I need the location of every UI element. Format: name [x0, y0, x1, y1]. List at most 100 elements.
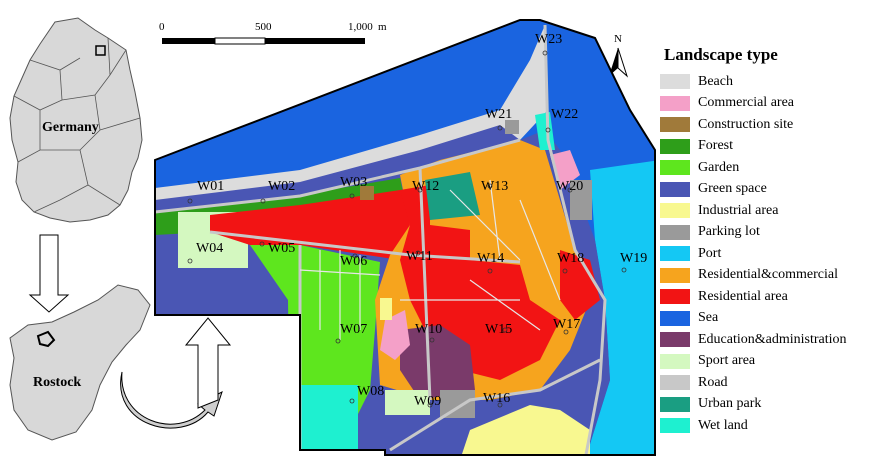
site-label-w05: W05 — [268, 241, 295, 256]
legend-swatch — [660, 117, 690, 133]
legend-label: Road — [698, 374, 728, 390]
scale-unit: m — [378, 21, 387, 33]
up-arrow — [184, 317, 232, 409]
education-admin-area — [400, 325, 475, 400]
study-area-border — [154, 19, 656, 456]
site-marker-w14 — [487, 268, 493, 274]
site-label-w09: W09 — [414, 394, 441, 409]
legend-item: Port — [660, 243, 865, 265]
parking-lot-w21 — [505, 120, 519, 134]
rostock-outline — [9, 284, 151, 441]
site-marker-w16 — [497, 402, 503, 408]
warnemuende-marker — [36, 330, 56, 348]
legend-item: Industrial area — [660, 200, 865, 222]
legend-label: Residential area — [698, 288, 788, 304]
germany-outline — [9, 17, 143, 223]
legend-label: Green space — [698, 181, 767, 197]
legend-swatch — [660, 203, 690, 219]
site-marker-w20 — [567, 187, 573, 193]
legend-label: Port — [698, 245, 722, 261]
minor-streets — [299, 179, 561, 340]
legend-swatch — [660, 160, 690, 176]
legend-label: Residential&commercial — [698, 267, 838, 283]
down-arrow — [28, 234, 70, 313]
scale-tick-0: 0 — [159, 21, 165, 33]
legend-item: Education&administration — [660, 329, 865, 351]
site-marker-w13 — [487, 183, 493, 189]
legend-label: Sport area — [698, 353, 756, 369]
legend-item: Wet land — [660, 415, 865, 437]
site-label-w07: W07 — [340, 322, 367, 337]
germany-inset-map: Germany — [9, 17, 143, 223]
legend-item: Sport area — [660, 351, 865, 373]
wetland-area — [298, 385, 358, 455]
residential-band-west — [210, 190, 420, 260]
legend-item: Construction site — [660, 114, 865, 136]
road-network — [155, 24, 607, 455]
parking-lot-w09 — [440, 390, 475, 418]
legend-item: Sea — [660, 308, 865, 330]
legend-label: Education&administration — [698, 331, 847, 347]
legend-item: Residential&commercial — [660, 265, 865, 287]
site-label-w06: W06 — [340, 254, 367, 269]
site-marker-w01 — [187, 198, 193, 204]
parking-lot-w20 — [570, 180, 592, 220]
site-label-w04: W04 — [196, 241, 223, 256]
site-marker-w08 — [349, 398, 355, 404]
legend-label: Sea — [698, 310, 719, 326]
urban-park-w12 — [425, 172, 480, 220]
scale-bar: 0 500 1,000 m — [159, 21, 387, 45]
north-label: N — [614, 33, 622, 45]
legend-swatch — [660, 95, 690, 111]
construction-site — [360, 186, 374, 200]
site-marker-w02 — [260, 198, 266, 204]
legend-swatch — [660, 418, 690, 434]
site-marker-w15 — [502, 327, 508, 333]
legend-item: Road — [660, 372, 865, 394]
port-area — [585, 160, 655, 455]
legend-item: Beach — [660, 71, 865, 93]
legend-item: Commercial area — [660, 93, 865, 115]
scale-tick-500: 500 — [255, 21, 272, 33]
legend-item: Green space — [660, 179, 865, 201]
site-marker-w05 — [259, 241, 265, 247]
legend-label: Parking lot — [698, 224, 760, 240]
site-marker-w17 — [563, 329, 569, 335]
site-label-w03: W03 — [340, 175, 367, 190]
legend-label: Commercial area — [698, 95, 795, 111]
site-label-w23: W23 — [535, 32, 562, 47]
legend-label: Construction site — [698, 116, 794, 132]
legend-label: Beach — [698, 73, 733, 89]
site-label-w01: W01 — [197, 179, 224, 194]
site-label-w20: W20 — [556, 179, 583, 194]
site-marker-w06 — [352, 253, 358, 259]
industrial-small — [380, 298, 392, 320]
germany-label: Germany — [42, 120, 99, 135]
legend-swatch — [660, 375, 690, 391]
legend-item: Garden — [660, 157, 865, 179]
site-label-w13: W13 — [481, 179, 508, 194]
green-space-strip — [155, 125, 520, 212]
location-box — [95, 45, 106, 56]
legend-swatch — [660, 353, 690, 369]
site-label-w14: W14 — [477, 251, 504, 266]
site-label-w10: W10 — [415, 322, 442, 337]
legend-swatch — [660, 224, 690, 240]
site-marker-w11 — [415, 250, 421, 256]
legend-title: Landscape type — [664, 45, 778, 64]
legend-item: Parking lot — [660, 222, 865, 244]
legend-swatch — [660, 267, 690, 283]
site-label-w18: W18 — [557, 251, 584, 266]
legend-swatch — [660, 310, 690, 326]
legend-item: Urban park — [660, 394, 865, 416]
legend-swatch — [660, 332, 690, 348]
state-borders — [13, 37, 141, 213]
site-label-w16: W16 — [483, 391, 510, 406]
curved-arrow — [120, 371, 223, 429]
site-marker-w18 — [562, 268, 568, 274]
site-marker-w03 — [349, 193, 355, 199]
site-marker-w19 — [621, 267, 627, 273]
